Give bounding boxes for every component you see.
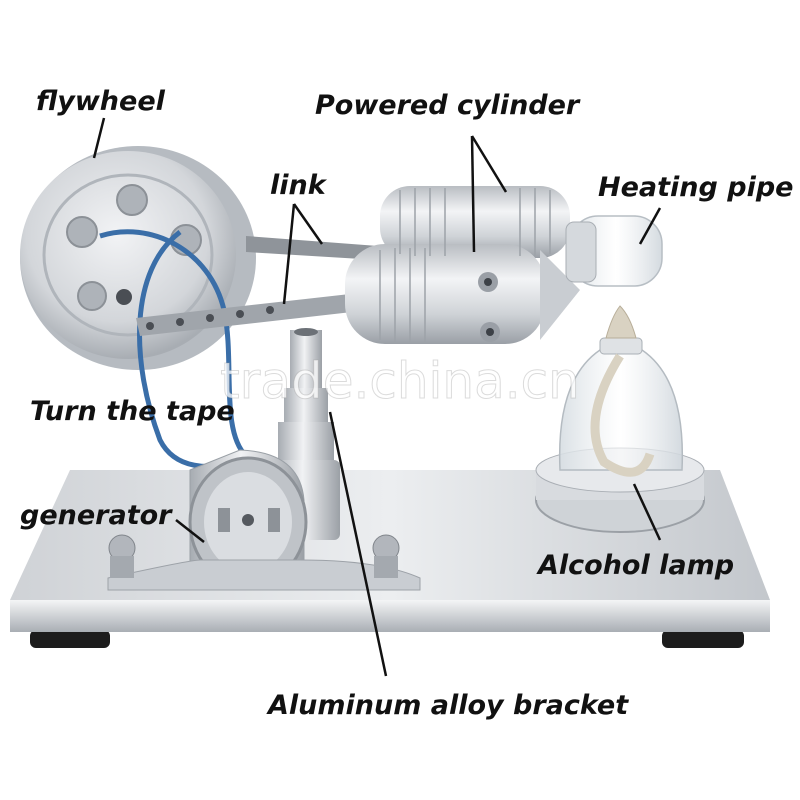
label-turn-the-tape: Turn the tape	[30, 396, 235, 427]
label-alcohol-lamp: Alcohol lamp	[536, 550, 734, 581]
aluminum-bracket-post	[272, 328, 340, 540]
connecting-links	[136, 236, 378, 336]
heating-pipe	[565, 215, 663, 287]
label-flywheel: flywheel	[36, 86, 166, 117]
powered-cylinder	[345, 186, 580, 344]
label-aluminum-alloy-bracket: Aluminum alloy bracket	[266, 690, 629, 721]
label-heating-pipe: Heating pipe	[598, 172, 793, 203]
label-link: link	[270, 170, 328, 201]
callout-lines	[92, 117, 662, 677]
watermark: trade.china.cn	[220, 352, 580, 410]
generator	[107, 449, 421, 591]
alcohol-lamp	[535, 305, 705, 533]
flywheel	[20, 146, 256, 370]
label-generator: generator	[20, 500, 173, 531]
label-powered-cylinder: Powered cylinder	[315, 90, 581, 121]
